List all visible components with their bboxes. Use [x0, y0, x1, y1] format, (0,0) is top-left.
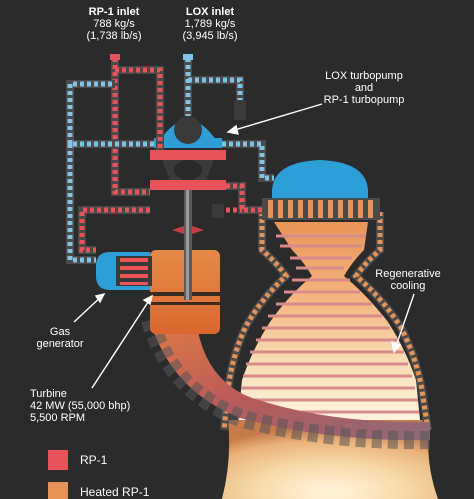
turbine-line3: 5,500 RPM	[30, 412, 86, 424]
lox-inlet-title: LOX inlet	[185, 6, 235, 18]
rp1-feed-lines	[78, 58, 262, 254]
legend-item-rp1: RP-1	[48, 450, 107, 470]
legend-item-heated-rp1: Heated RP-1	[48, 482, 149, 499]
regenerative-cooling-line2: cooling	[390, 280, 426, 292]
turbine-line1: Turbine	[30, 388, 67, 400]
regenerative-cooling-line1: Regenerative	[375, 268, 441, 280]
legend-label-rp1: RP-1	[80, 453, 108, 467]
turbopump-shaft	[172, 150, 204, 300]
turbopump	[150, 116, 226, 190]
lox-inlet-flow-metric: 1,789 kg/s	[184, 18, 236, 30]
inlet-caps	[110, 54, 193, 60]
rp1-inlet-flow-metric: 788 kg/s	[93, 18, 135, 30]
injector-manifold	[262, 160, 380, 220]
gas-generator-line2: generator	[36, 338, 84, 350]
rp1-inlet-title: RP-1 inlet	[88, 6, 140, 18]
regenerative-cooling-label: Regenerative cooling	[362, 268, 454, 292]
legend-swatch-rp1	[48, 450, 68, 470]
gas-generator-box	[96, 252, 152, 290]
turbine-line2: 42 MW (55,000 bhp)	[30, 400, 131, 412]
legend-swatch-heated-rp1	[48, 482, 68, 499]
turbopump-label-line3: RP-1 turbopump	[323, 94, 405, 106]
gas-generator-line1: Gas	[49, 326, 71, 338]
lox-feed-lines	[66, 58, 274, 264]
rp1-inlet-label: RP-1 inlet 788 kg/s (1,738 lb/s)	[62, 6, 166, 42]
turbopump-label-line1: LOX turbopump	[325, 70, 403, 82]
legend-label-heated-rp1: Heated RP-1	[80, 485, 150, 499]
exhaust-plume	[222, 420, 438, 499]
lox-inlet-label: LOX inlet 1,789 kg/s (3,945 lb/s)	[156, 6, 264, 42]
turbine-label: Turbine 42 MW (55,000 bhp) 5,500 RPM	[2, 388, 131, 424]
thrust-chamber	[238, 222, 420, 420]
regenerative-cooling-tubes	[239, 234, 419, 414]
gas-generator-label: Gas generator	[20, 326, 100, 350]
cooling-jacket	[220, 212, 432, 431]
valves	[212, 100, 246, 218]
callout-lines	[73, 103, 415, 389]
lox-inlet-flow-imperial: (3,945 lb/s)	[182, 30, 238, 42]
rp1-inlet-flow-imperial: (1,738 lb/s)	[86, 30, 142, 42]
turbopump-label-line2: and	[354, 82, 374, 94]
turbopump-label: LOX turbopump and RP-1 turbopump	[304, 70, 424, 106]
